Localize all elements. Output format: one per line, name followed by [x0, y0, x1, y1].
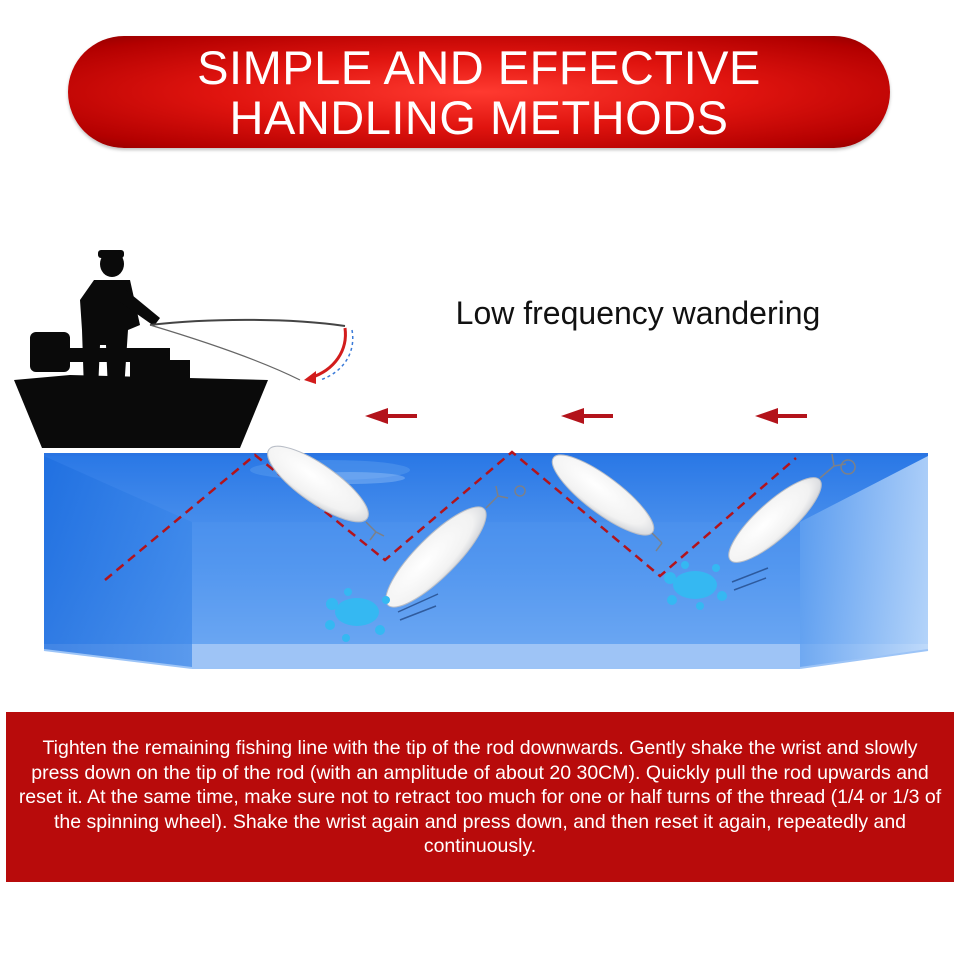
title-line-1: SIMPLE AND EFFECTIVE [197, 41, 761, 94]
title-banner: SIMPLE AND EFFECTIVE HANDLING METHODS [68, 36, 890, 148]
fisherman-silhouette-icon [80, 250, 160, 390]
water-right-face [800, 456, 928, 668]
description-box: Tighten the remaining fishing line with … [6, 712, 954, 882]
fishing-line [149, 324, 301, 381]
fishing-lure-icon [728, 453, 856, 563]
water-splash-icon [664, 561, 727, 610]
fishing-illustration [14, 250, 929, 669]
left-arrow-icon [561, 408, 613, 424]
water-left-face [44, 456, 192, 668]
rod-motion-arrowhead [304, 371, 316, 384]
rod-motion-arc [309, 327, 347, 380]
fishing-lure-icon [267, 445, 385, 541]
subtitle: Low frequency wandering [455, 295, 821, 331]
fishing-lure-icon [385, 485, 526, 608]
description-text: Tighten the remaining fishing line with … [18, 737, 942, 857]
left-arrow-icon [755, 408, 807, 424]
water-splash-icon [325, 588, 390, 642]
left-arrow-icon [365, 408, 417, 424]
title-line-2: HANDLING METHODS [229, 91, 729, 144]
boat-silhouette-icon [14, 332, 268, 448]
lure-path-dashed [104, 450, 797, 581]
fishing-lure-icon [551, 454, 663, 552]
water-back-face [192, 522, 800, 668]
fishing-rod [149, 318, 346, 327]
